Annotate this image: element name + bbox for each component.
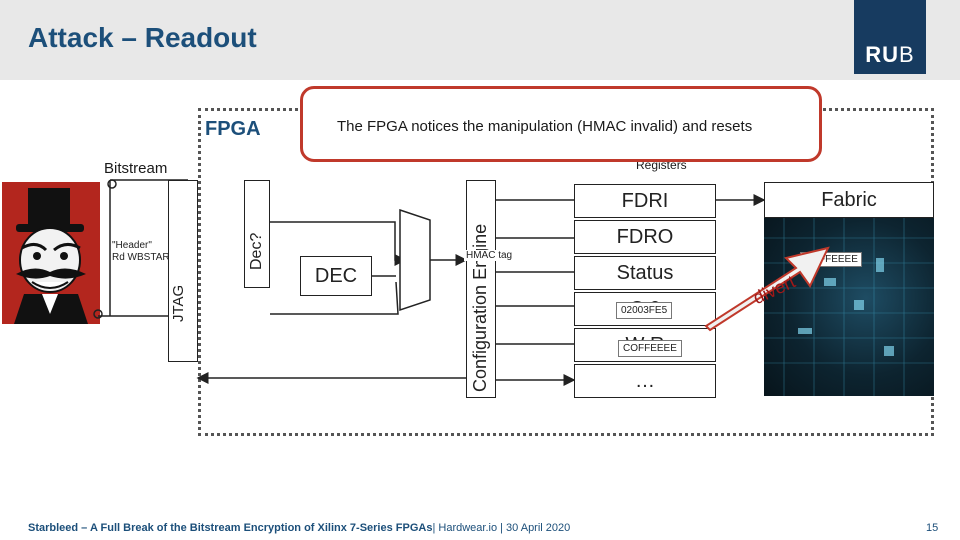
wbstar-value-box: COFFEEEE xyxy=(618,340,682,357)
rub-logo: RUB xyxy=(854,0,926,74)
header-line-1: "Header" xyxy=(112,240,152,251)
hmac-tag-label: HMAC tag xyxy=(464,250,515,261)
footer-event: | Hardwear.io | 30 April 2020 xyxy=(432,522,571,534)
cmd-value-box: 02003FE5 xyxy=(616,302,673,319)
fpga-label: FPGA xyxy=(205,118,261,140)
reset-notice-text: The FPGA notices the manipulation (HMAC … xyxy=(337,118,753,135)
jtag-block xyxy=(168,180,198,362)
register-status: Status xyxy=(574,256,716,290)
header-band xyxy=(0,0,960,80)
reset-notice-popup xyxy=(300,86,822,162)
footer-text: Starbleed – A Full Break of the Bitstrea… xyxy=(28,522,570,534)
fabric-image xyxy=(764,218,934,396)
fabric-grid-icon xyxy=(764,218,934,396)
header-line-2: Rd WBSTAR xyxy=(112,252,170,263)
register-fdro: FDRO xyxy=(574,220,716,254)
register-fdri: FDRI xyxy=(574,184,716,218)
logo-text-bold: RU xyxy=(865,42,900,67)
slide-title: Attack – Readout xyxy=(28,22,257,53)
bitstream-label: Bitstream xyxy=(104,160,168,177)
configuration-engine-block xyxy=(466,180,496,398)
villain-icon xyxy=(2,182,100,324)
multiplexer-shape xyxy=(399,208,431,312)
header-text: "Header" Rd WBSTAR xyxy=(112,240,170,264)
register-more: … xyxy=(574,364,716,398)
villain-illustration xyxy=(2,182,100,324)
page-number: 15 xyxy=(926,522,939,534)
logo-text-light: B xyxy=(899,42,915,67)
decryption-check-block xyxy=(244,180,270,288)
dec-block: DEC xyxy=(300,256,372,296)
footer-title: Starbleed – A Full Break of the Bitstrea… xyxy=(28,522,433,534)
fabric-label: Fabric xyxy=(764,182,934,218)
